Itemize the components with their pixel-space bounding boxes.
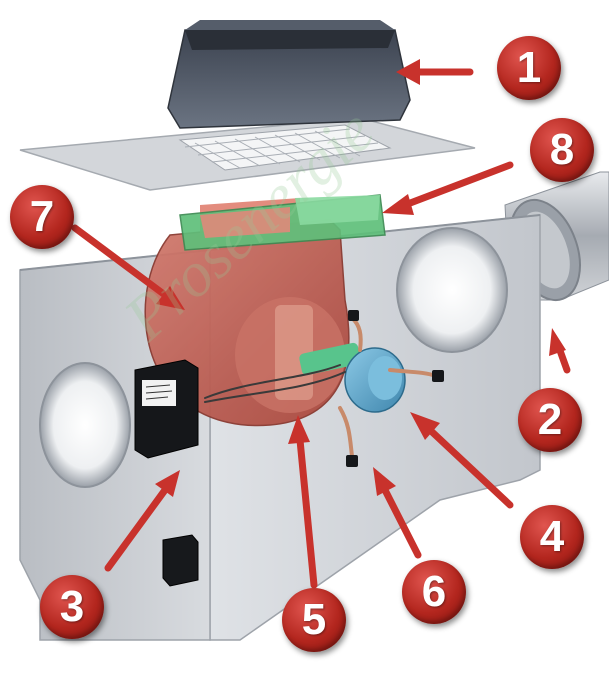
callout-6-badge: 6 [402,560,466,624]
callout-4-badge: 4 [520,505,584,569]
callout-7-badge: 7 [10,185,74,249]
callout-5-badge: 5 [282,588,346,652]
arrow-5 [296,436,318,589]
fan-impeller [275,305,313,400]
callout-8-badge: 8 [530,118,594,182]
arrow-8 [401,161,514,209]
top-plate [19,117,476,191]
callout-3-badge: 3 [40,575,104,639]
arrow-4 [426,426,514,509]
arrow-6 [381,486,422,559]
control-box [134,359,199,459]
top-duct-collar [167,20,411,129]
motor-shaft [299,342,361,376]
callout-arrows [71,59,571,589]
outlet-opening [396,227,508,353]
switch-block [162,534,199,587]
inlet-opening [39,362,131,488]
callout-2-badge: 2 [518,388,582,452]
arrow-7 [71,224,169,299]
callout-1-badge: 1 [497,36,561,100]
motor-wiring [204,316,438,458]
filter-frame [179,194,386,251]
motor-assembly [299,342,406,413]
arrow-3 [104,486,169,572]
